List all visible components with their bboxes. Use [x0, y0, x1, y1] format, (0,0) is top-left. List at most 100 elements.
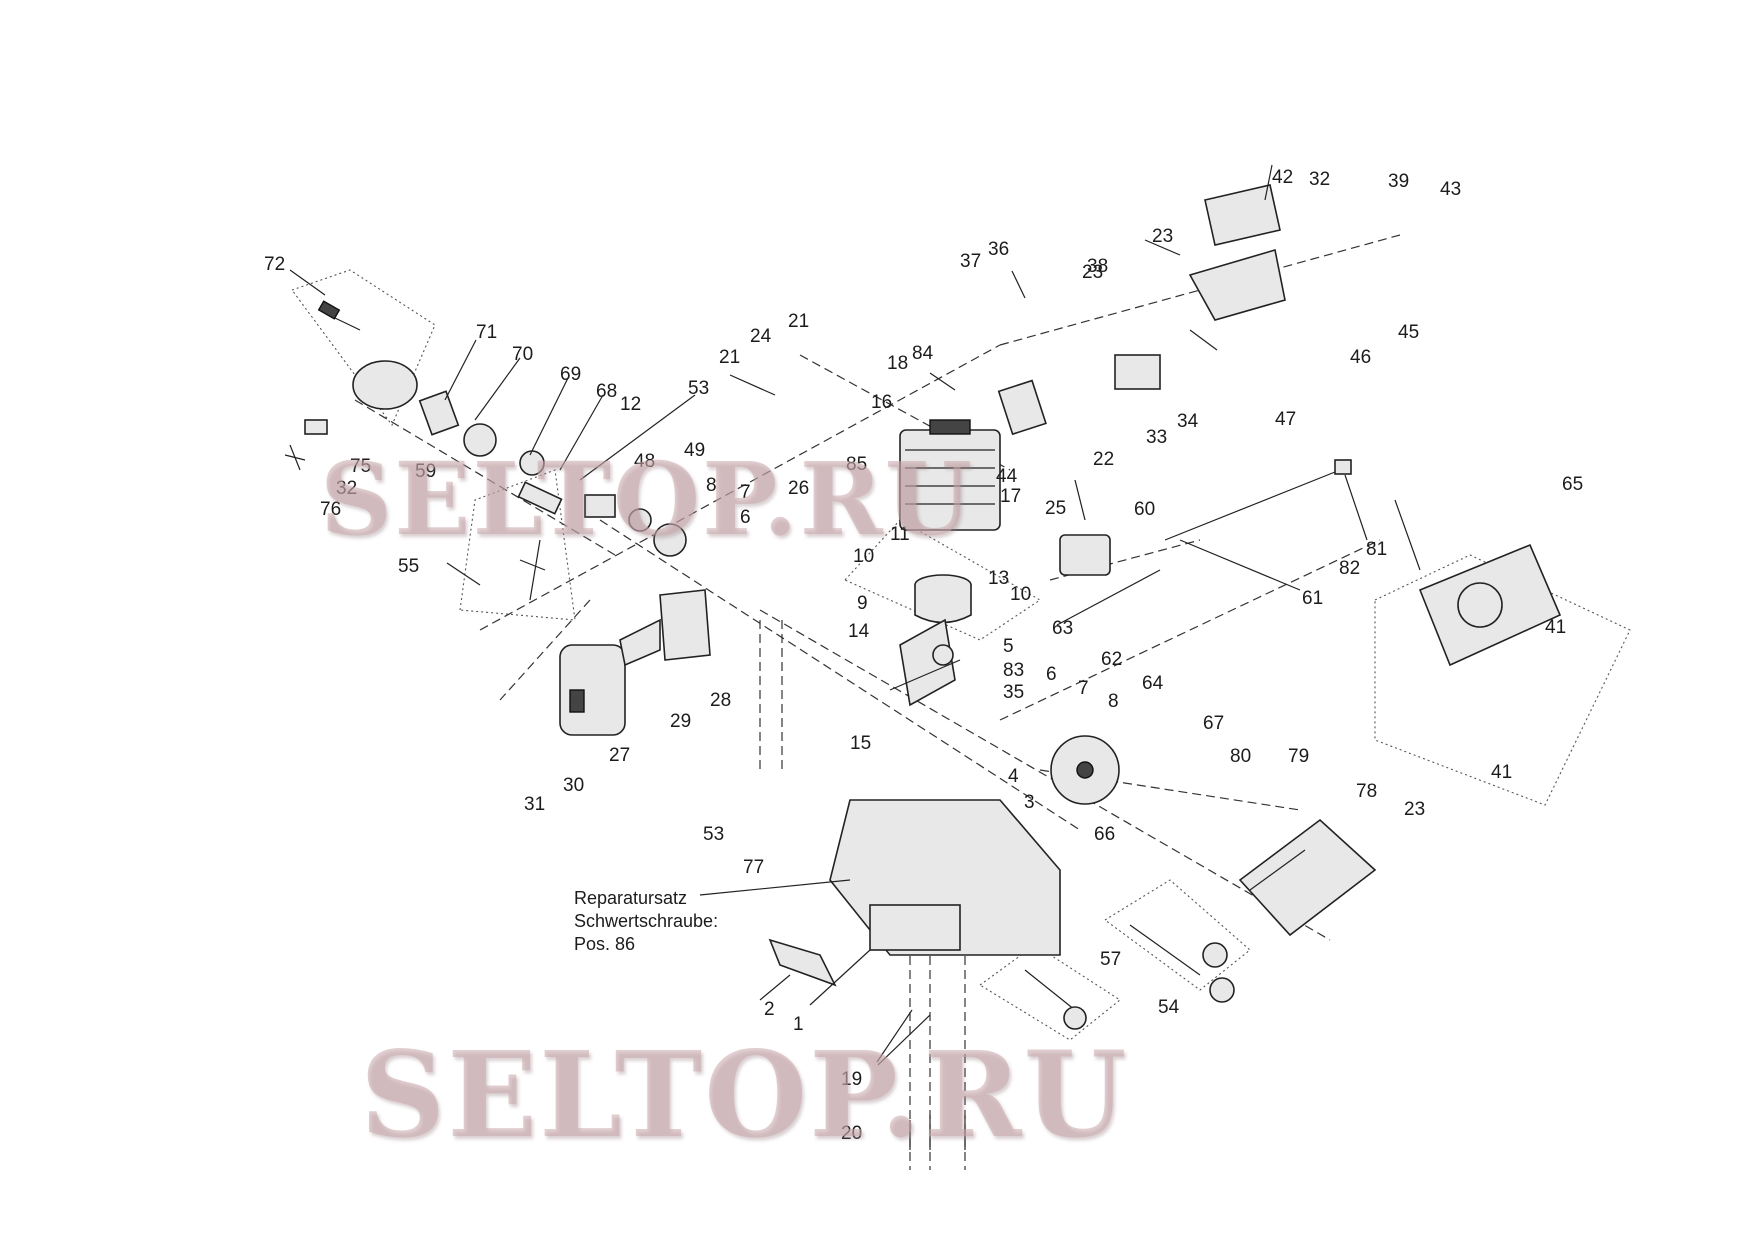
- callout-76: 76: [320, 499, 341, 520]
- callout-21: 21: [788, 311, 809, 332]
- callout-31: 31: [524, 794, 545, 815]
- callout-66: 66: [1094, 824, 1115, 845]
- callout-26: 26: [788, 478, 809, 499]
- callout-79: 79: [1288, 746, 1309, 767]
- callout-54: 54: [1158, 997, 1180, 1018]
- callout-16: 16: [871, 392, 892, 413]
- callout-65: 65: [1562, 474, 1583, 495]
- callout-36: 36: [988, 239, 1009, 260]
- callout-43: 43: [1440, 179, 1461, 200]
- callout-10: 10: [853, 546, 874, 567]
- callout-61: 61: [1302, 588, 1323, 609]
- callout-84: 84: [912, 343, 934, 364]
- callout-47: 47: [1275, 409, 1296, 430]
- callout-48: 48: [634, 451, 655, 472]
- carburetor: [997, 354, 1161, 436]
- oil-pump-parts: [519, 450, 687, 557]
- callout-53: 53: [703, 824, 724, 845]
- callout-82: 82: [1339, 558, 1360, 579]
- callout-63: 63: [1052, 618, 1073, 639]
- callout-68: 68: [596, 381, 617, 402]
- leader-lines: [289, 164, 1421, 1066]
- callout-22: 22: [1093, 449, 1114, 470]
- brake-band-kit: [317, 300, 418, 410]
- callout-11: 11: [890, 524, 910, 545]
- callout-2: 2: [764, 999, 775, 1020]
- callout-13: 13: [988, 568, 1009, 589]
- callout-77: 77: [743, 857, 764, 878]
- callout-25: 25: [1045, 498, 1066, 519]
- callout-60: 60: [1134, 499, 1155, 520]
- callout-75: 75: [350, 456, 371, 477]
- callout-20: 20: [841, 1123, 862, 1144]
- callout-46: 46: [1350, 347, 1371, 368]
- repair-kit-note-line1: Reparatursatz: [574, 888, 688, 908]
- callout-39: 39: [1388, 171, 1409, 192]
- callout-4: 4: [1008, 766, 1019, 787]
- callout-35: 35: [1003, 682, 1024, 703]
- callout-72: 72: [264, 254, 285, 275]
- callout-62: 62: [1101, 649, 1122, 670]
- callout-1: 1: [793, 1014, 804, 1035]
- callout-49: 49: [684, 440, 705, 461]
- callout-44: 44: [996, 466, 1018, 487]
- callout-69: 69: [560, 364, 581, 385]
- callout-80: 80: [1230, 746, 1251, 767]
- callout-67: 67: [1203, 713, 1224, 734]
- callout-14: 14: [848, 621, 870, 642]
- callout-17: 17: [1000, 486, 1021, 507]
- callout-18: 18: [887, 353, 908, 374]
- ignition-cable: [1164, 459, 1352, 541]
- callout-23: 23: [1404, 799, 1425, 820]
- callout-64: 64: [1142, 673, 1164, 694]
- callout-71: 71: [476, 322, 497, 343]
- callout-32: 32: [1309, 169, 1330, 190]
- callout-38: 38: [1087, 256, 1108, 277]
- callout-78: 78: [1356, 781, 1377, 802]
- callout-30: 30: [563, 775, 584, 796]
- callout-28: 28: [710, 690, 731, 711]
- air-filter-base: [1188, 184, 1286, 321]
- callout-23: 23: [1082, 262, 1103, 283]
- callout-9: 9: [857, 593, 868, 614]
- chain-tensioner: [517, 481, 563, 601]
- callout-85: 85: [846, 454, 867, 475]
- callout-33: 33: [1146, 427, 1167, 448]
- callout-59: 59: [415, 461, 436, 482]
- callout-23: 23: [1152, 226, 1173, 247]
- callout-27: 27: [609, 745, 630, 766]
- callout-6: 6: [740, 507, 751, 528]
- crankcase: [829, 799, 1061, 956]
- repair-kit-note-line2: Schwertschraube:: [574, 911, 719, 931]
- flywheel: [1050, 735, 1120, 805]
- callout-81: 81: [1366, 539, 1387, 560]
- callout-8: 8: [1108, 691, 1119, 712]
- callout-32: 32: [336, 478, 357, 499]
- callout-41: 41: [1491, 762, 1512, 783]
- callout-7: 7: [740, 482, 751, 503]
- oil-deflector: [768, 938, 837, 987]
- callout-83: 83: [1003, 660, 1024, 681]
- kit-group-boxes: [291, 269, 1631, 1041]
- callout-37: 37: [960, 251, 981, 272]
- callout-70: 70: [512, 344, 533, 365]
- callout-19: 19: [841, 1069, 862, 1090]
- callout-15: 15: [850, 733, 871, 754]
- callout-57: 57: [1100, 949, 1121, 970]
- crankshaft: [889, 618, 961, 707]
- fuel-tank-hoses: [1024, 924, 1235, 1030]
- muffler: [559, 644, 626, 736]
- callout-21: 21: [719, 347, 740, 368]
- callout-12: 12: [620, 394, 641, 415]
- callout-55: 55: [398, 556, 419, 577]
- piston: [914, 574, 972, 624]
- callout-3: 3: [1024, 792, 1035, 813]
- starter-housing: [1238, 818, 1377, 937]
- callout-5: 5: [1003, 636, 1014, 657]
- muffler-gaskets: [619, 589, 711, 667]
- callout-7: 7: [1078, 678, 1089, 699]
- starter-assembly: [1418, 543, 1562, 667]
- callout-29: 29: [670, 711, 691, 732]
